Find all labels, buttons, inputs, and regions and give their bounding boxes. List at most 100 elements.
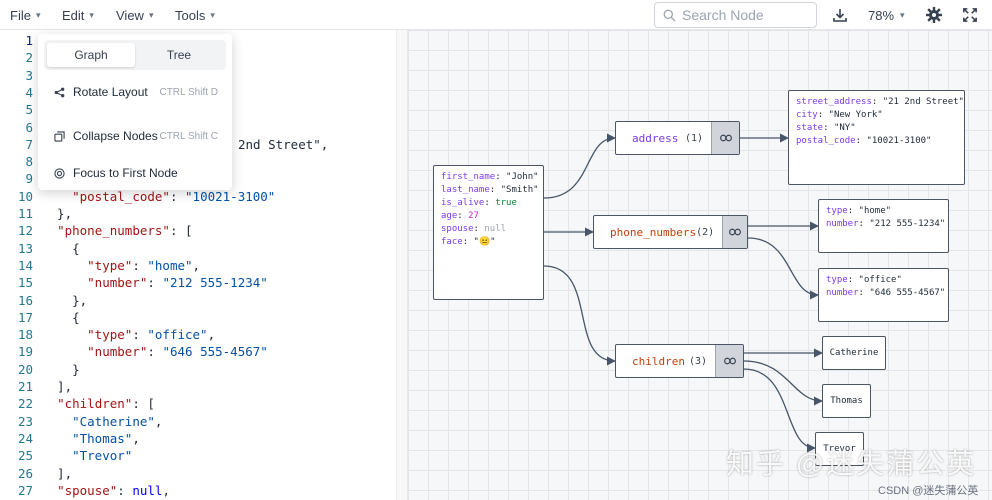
fullscreen-button[interactable]	[958, 3, 982, 27]
line-number: 3	[25, 67, 33, 83]
address-object-node[interactable]: street_address: "21 2nd Street" city: "N…	[788, 90, 965, 185]
gear-icon	[926, 7, 942, 23]
line-number: 17	[17, 309, 33, 325]
child-node-catherine[interactable]: Catherine	[822, 336, 886, 370]
node-row: first_name: "John"	[441, 172, 539, 182]
editor-scrollbar[interactable]	[396, 30, 407, 500]
node-label: children	[632, 354, 685, 368]
child-node-trevor[interactable]: Trevor	[815, 432, 864, 466]
code-line[interactable]: 19 "number": "646 555-4567"	[0, 343, 396, 360]
tab-graph[interactable]: Graph	[47, 43, 135, 67]
code-line[interactable]: 21 ],	[0, 378, 396, 395]
code-line[interactable]: 7 2nd Street",	[0, 136, 396, 153]
code-line[interactable]: 26 ],	[0, 465, 396, 482]
code-line[interactable]: 4	[0, 84, 396, 101]
root-object-node[interactable]: first_name: "John" last_name: "Smith" is…	[433, 165, 544, 300]
shortcut-label: CTRL Shift C	[159, 130, 218, 142]
line-number: 18	[17, 327, 33, 343]
line-number: 13	[17, 240, 33, 256]
node-count: (3)	[688, 355, 707, 367]
code-line[interactable]: 20 }	[0, 361, 396, 378]
line-number: 4	[25, 84, 33, 100]
node-row: type: "office"	[826, 275, 902, 285]
address-node[interactable]: address (1)	[615, 121, 740, 155]
line-number: 27	[17, 482, 33, 498]
line-number: 2	[25, 50, 33, 66]
node-row: number: "646 555-4567"	[826, 288, 946, 298]
menu-edit[interactable]: Edit ▾	[62, 0, 94, 30]
line-number: 16	[17, 292, 33, 308]
node-label: address	[632, 131, 679, 145]
credit-text: CSDN @迷失蒲公英	[878, 485, 979, 497]
code-line[interactable]: 8	[0, 153, 396, 170]
node-row: postal_code: "10021-3100"	[796, 136, 932, 146]
edge-root-children	[543, 265, 616, 366]
code-line[interactable]: 2	[0, 49, 396, 66]
code-line[interactable]: 14 "type": "home",	[0, 257, 396, 274]
code-line[interactable]: 16 },	[0, 292, 396, 309]
code-line[interactable]: 27 "spouse": null,	[0, 482, 396, 499]
focus-icon	[52, 167, 66, 179]
code-line[interactable]: 13 {	[0, 240, 396, 257]
line-number: 15	[17, 275, 33, 291]
link-icon[interactable]	[715, 345, 743, 377]
menu-file-label: File	[10, 7, 31, 23]
phone-home-node[interactable]: type: "home" number: "212 555-1234"	[818, 199, 949, 253]
graph-edges	[543, 133, 823, 453]
node-row: type: "home"	[826, 206, 892, 216]
code-line[interactable]: 12 "phone_numbers": [	[0, 222, 396, 239]
search-input[interactable]	[682, 7, 807, 23]
node-row: street_address: "21 2nd Street"	[796, 97, 964, 107]
code-line[interactable]: 9	[0, 170, 396, 187]
line-number: 7	[25, 136, 33, 152]
menu-item-focus-first-node[interactable]: Focus to First Node	[38, 157, 232, 189]
line-text: "number": "646 555-4567"	[87, 344, 268, 360]
line-number: 8	[25, 154, 33, 170]
code-line[interactable]: 6	[0, 119, 396, 136]
children-node[interactable]: children (3)	[615, 344, 744, 378]
line-number: 26	[17, 465, 33, 481]
code-line[interactable]: 18 "type": "office",	[0, 326, 396, 343]
edge-root-address	[543, 133, 616, 199]
node-row: spouse: null	[441, 224, 507, 234]
graph-canvas[interactable]: first_name: "John" last_name: "Smith" is…	[408, 30, 992, 500]
menu-file[interactable]: File ▾	[10, 0, 40, 30]
phone-numbers-node[interactable]: phone_numbers (2)	[593, 215, 748, 249]
chevron-down-icon: ▾	[148, 9, 154, 20]
view-mode-toggle: Graph Tree	[44, 40, 226, 70]
search-box[interactable]	[654, 2, 817, 28]
menu-view-label: View	[116, 7, 144, 23]
code-line[interactable]: 24 "Thomas",	[0, 430, 396, 447]
link-icon[interactable]	[722, 216, 747, 248]
node-count: (2)	[696, 226, 715, 238]
line-text: 2nd Street",	[238, 136, 329, 152]
phone-office-node[interactable]: type: "office" number: "646 555-4567"	[818, 268, 949, 322]
menu-item-rotate-layout[interactable]: Rotate Layout CTRL Shift D	[38, 76, 232, 108]
download-button[interactable]	[828, 3, 852, 27]
menu-item-label: Rotate Layout	[73, 85, 148, 99]
node-row: last_name: "Smith"	[441, 185, 539, 195]
code-line[interactable]: 5	[0, 101, 396, 118]
code-line[interactable]: 11 },	[0, 205, 396, 222]
menu-view[interactable]: View ▾	[116, 0, 153, 30]
menu-tools[interactable]: Tools ▾	[175, 0, 215, 30]
menu-item-collapse-nodes[interactable]: Collapse Nodes CTRL Shift C	[38, 120, 232, 152]
link-icon[interactable]	[711, 122, 739, 154]
zoom-dropdown[interactable]: 78% ▾	[868, 0, 905, 30]
code-line[interactable]: 10 "postal_code": "10021-3100"	[0, 188, 396, 205]
node-row: age: 27	[441, 211, 479, 221]
code-line[interactable]: 3	[0, 67, 396, 84]
node-row: is_alive: true	[441, 198, 517, 208]
code-line[interactable]: 17 {	[0, 309, 396, 326]
code-line[interactable]: 23 "Catherine",	[0, 413, 396, 430]
zoom-level: 78%	[868, 7, 895, 23]
code-line[interactable]: 25 "Trevor"	[0, 447, 396, 464]
line-number: 24	[17, 430, 33, 446]
node-row: state: "NY"	[796, 123, 856, 133]
child-node-thomas[interactable]: Thomas	[822, 384, 871, 418]
code-line[interactable]: 22 "children": [	[0, 395, 396, 412]
code-line[interactable]: 15 "number": "212 555-1234"	[0, 274, 396, 291]
node-count: (1)	[684, 132, 703, 144]
settings-button[interactable]	[922, 3, 946, 27]
tab-tree[interactable]: Tree	[166, 48, 192, 62]
